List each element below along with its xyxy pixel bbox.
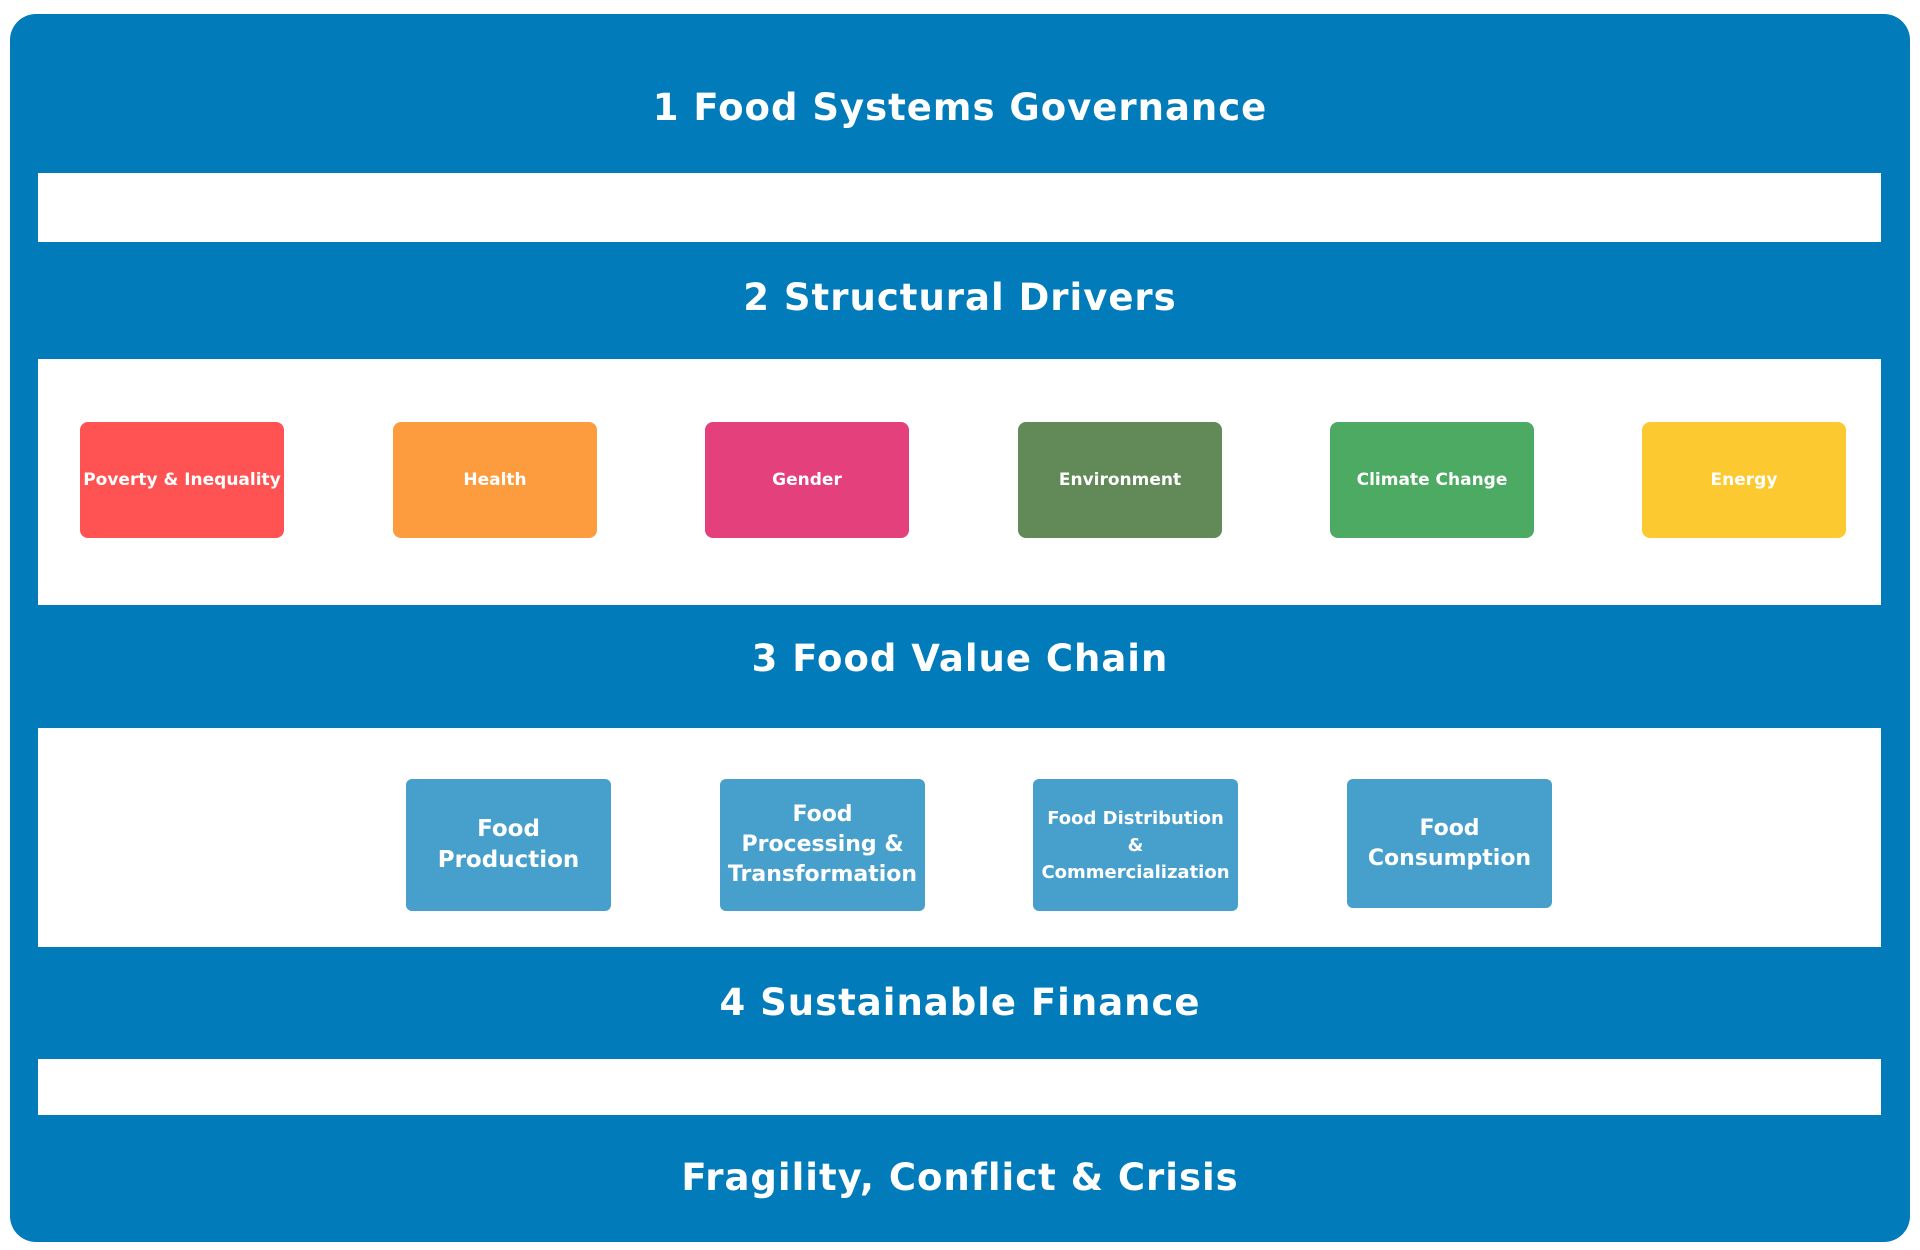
value-chain-line: Transformation xyxy=(727,861,918,887)
value-chain-line: Production xyxy=(437,847,580,873)
value-chain-food-consumption: Food Consumption xyxy=(1347,779,1552,908)
layer-title-structural-drivers: 2 Structural Drivers xyxy=(743,276,1177,319)
driver-environment: Environment xyxy=(1018,422,1222,538)
governance-panel xyxy=(38,173,1881,242)
value-chain-line: Commercialization xyxy=(1041,861,1230,883)
value-chain-line: Processing & xyxy=(741,832,904,858)
value-chain-line: Food Distribution xyxy=(1047,807,1224,829)
layer-title-food-value-chain: 3 Food Value Chain xyxy=(751,637,1169,680)
driver-gender: Gender xyxy=(705,422,909,538)
value-chain-line: Consumption xyxy=(1367,845,1532,871)
value-chain-line: Food xyxy=(477,815,540,842)
diagram-frame: 1 Food Systems Governance 2 Structural D… xyxy=(10,14,1910,1242)
layer-title-governance: 1 Food Systems Governance xyxy=(652,86,1268,129)
value-chain-line: & xyxy=(1127,834,1144,856)
value-chain-food-production: Food Production xyxy=(406,779,611,911)
driver-climate-change: Climate Change xyxy=(1330,422,1534,538)
layer-title-fragility-conflict-crisis: Fragility, Conflict & Crisis xyxy=(681,1156,1239,1199)
driver-health: Health xyxy=(393,422,597,538)
driver-poverty-inequality: Poverty & Inequality xyxy=(80,422,284,538)
sustainable-finance-panel xyxy=(38,1059,1881,1115)
layer-title-sustainable-finance: 4 Sustainable Finance xyxy=(719,981,1201,1024)
value-chain-line: Food xyxy=(1419,815,1480,841)
value-chain-line: Food xyxy=(792,802,853,828)
food-value-chain-panel: Food Production Food Processing & Transf… xyxy=(38,728,1881,947)
structural-drivers-panel: Poverty & Inequality Health Gender Envir… xyxy=(38,359,1881,605)
value-chain-food-distribution: Food Distribution & Commercialization xyxy=(1033,779,1238,911)
driver-energy: Energy xyxy=(1642,422,1846,538)
value-chain-food-processing: Food Processing & Transformation xyxy=(720,779,925,911)
